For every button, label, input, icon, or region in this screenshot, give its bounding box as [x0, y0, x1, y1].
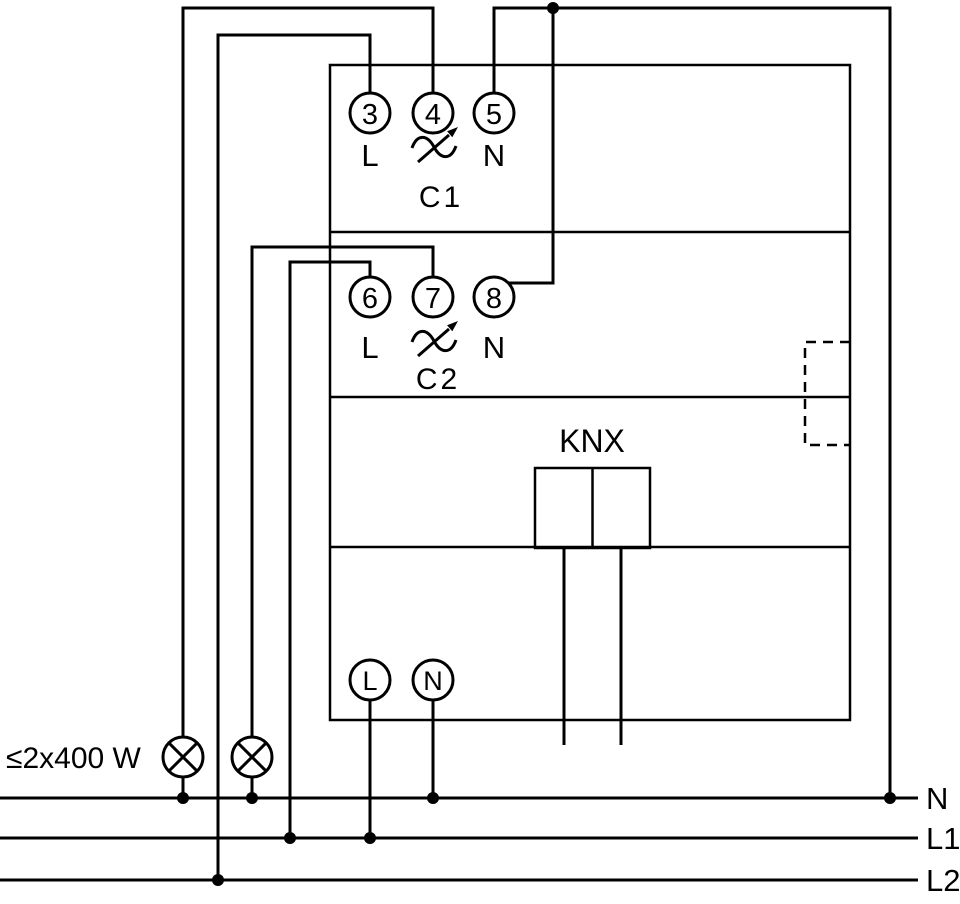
junction-dot-right-n	[884, 792, 896, 804]
channel1-terminals: 3 4 5 L N C1	[348, 91, 516, 214]
wire-c2-output	[250, 245, 435, 737]
lamp-icon-2	[230, 735, 274, 779]
junction-dot-c1-l2	[212, 874, 224, 886]
lamp-icon-1	[161, 735, 205, 779]
device-supply-terminals: L N	[348, 658, 455, 702]
channel2-n-label: N	[483, 330, 505, 365]
dimmer-symbol-c1	[410, 127, 458, 164]
terminal-n-circle	[411, 658, 455, 702]
channel1-l-label: L	[361, 138, 378, 173]
junction-dot-device-n	[427, 792, 439, 804]
channel1-name-label: C1	[419, 181, 463, 214]
wire-c1-neutral	[492, 6, 892, 798]
wire-c1-output	[181, 6, 435, 737]
terminal-8-circle	[472, 275, 516, 319]
mains-lines	[0, 796, 918, 882]
load-rating-label: ≤2x400 W	[6, 742, 142, 775]
terminal-n-letter: N	[423, 666, 443, 696]
loads: ≤2x400 W	[6, 735, 274, 779]
junction-dot-lamp2-n	[246, 792, 258, 804]
terminal-7-circle	[411, 275, 455, 319]
terminal-4-circle	[411, 91, 455, 135]
junction-dot-top	[547, 2, 559, 14]
mains-n-label: N	[926, 781, 948, 816]
terminal-8-number: 8	[486, 283, 502, 315]
mains-labels: N L1 L2	[926, 781, 960, 898]
channel2-name-label: C2	[416, 363, 460, 396]
terminal-l-letter: L	[362, 666, 377, 696]
terminal-5-number: 5	[486, 99, 502, 131]
terminal-6-circle	[348, 275, 392, 319]
junction-dot-c2-l1	[284, 832, 296, 844]
wire-c2-neutral-branch	[509, 8, 555, 285]
channel1-n-label: N	[483, 138, 505, 173]
junction-dots	[177, 2, 896, 886]
knx-label: KNX	[559, 423, 625, 459]
dashed-connector-outline	[803, 340, 850, 447]
mains-l2-label: L2	[926, 863, 960, 898]
junction-dot-device-l1	[364, 832, 376, 844]
device-body	[328, 63, 852, 722]
dimmer-symbol-c2	[410, 321, 458, 358]
channel2-terminals: 6 7 8 L N C2	[348, 275, 516, 396]
terminal-3-number: 3	[362, 99, 378, 131]
wires	[181, 6, 892, 880]
device	[328, 63, 852, 722]
terminal-5-circle	[472, 91, 516, 135]
terminal-3-circle	[348, 91, 392, 135]
terminal-4-number: 4	[425, 99, 441, 131]
mains-l1-label: L1	[926, 821, 960, 856]
channel2-l-label: L	[361, 330, 378, 365]
terminal-6-number: 6	[362, 283, 378, 315]
terminal-l-circle	[348, 658, 392, 702]
junction-dot-lamp1-n	[177, 792, 189, 804]
terminal-7-number: 7	[425, 283, 441, 315]
